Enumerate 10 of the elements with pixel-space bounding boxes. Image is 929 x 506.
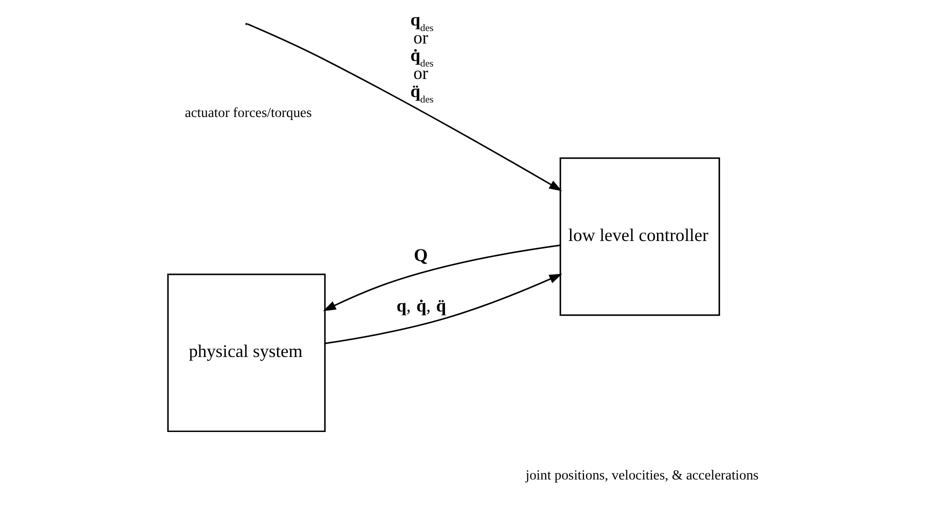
arrow [322,244,560,312]
arrow [246,23,562,192]
edge-label: Q [413,244,428,265]
edge-label: q$_{des}$ or q̇$_{des}$ or q̈$_{des}$ [410,9,434,106]
label: actuator forces/torques [184,106,312,122]
node-box: low level controller [559,157,720,316]
label: joint positions, velocities, & accelerations [525,468,758,484]
arrow [324,274,562,344]
node-box: physical system [166,274,326,432]
edge-label: q, q̇, q̈ [396,296,446,316]
